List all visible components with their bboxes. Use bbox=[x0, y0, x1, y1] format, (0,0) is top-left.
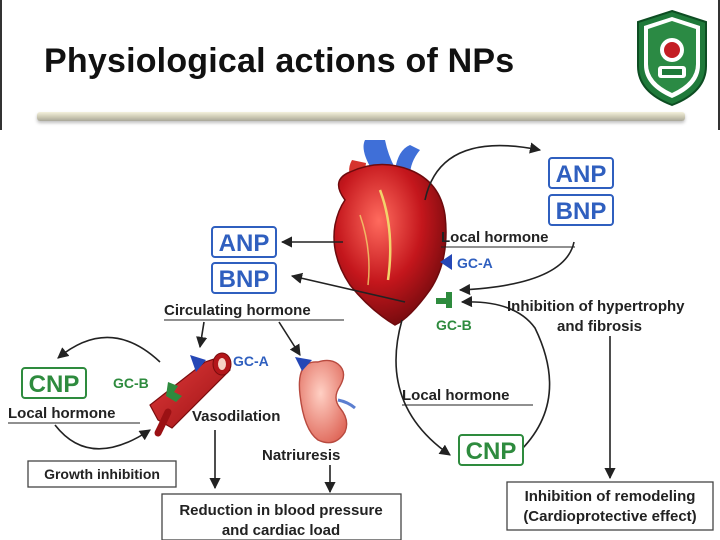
university-seal-logo bbox=[637, 9, 707, 107]
vasodilation-label: Vasodilation bbox=[192, 408, 280, 425]
anp-top-label: ANP bbox=[556, 161, 607, 188]
local-hormone-mid-label: Local hormone bbox=[402, 387, 510, 404]
gc-b-vessel-label: GC-B bbox=[113, 375, 149, 391]
growth-inhibition-box bbox=[27, 460, 177, 488]
frame-right-border bbox=[718, 0, 720, 130]
bnp-left-label: BNP bbox=[219, 266, 270, 293]
anp-left-box bbox=[211, 226, 277, 258]
cnp-mid-box bbox=[458, 434, 524, 466]
anp-left-label: ANP bbox=[219, 230, 270, 257]
reduction-bp-line2: and cardiac load bbox=[222, 522, 340, 539]
gc-b-receptor-vessel-icon bbox=[166, 382, 182, 402]
reduction-bp-line1: Reduction in blood pressure bbox=[179, 502, 382, 519]
heart-illustration bbox=[333, 140, 447, 326]
bnp-top-box bbox=[548, 194, 614, 226]
gc-a-vessel-label: GC-A bbox=[233, 353, 269, 369]
blood-vessel-illustration bbox=[149, 352, 232, 437]
natriuresis-label: Natriuresis bbox=[262, 447, 340, 464]
gc-b-heart-label: GC-B bbox=[436, 317, 472, 333]
remodeling-box bbox=[506, 481, 714, 531]
np-actions-diagram: ANP BNP Local hormone GC-A GC-B Inhibiti… bbox=[8, 140, 714, 540]
title-underline-bar bbox=[37, 112, 685, 121]
reduction-bp-box bbox=[161, 493, 402, 540]
arrows bbox=[54, 142, 616, 494]
remodeling-line2: (Cardioprotective effect) bbox=[523, 508, 696, 525]
cnp-left-label: CNP bbox=[29, 371, 80, 398]
remodeling-line1: Inhibition of remodeling bbox=[525, 488, 696, 505]
bnp-top-label: BNP bbox=[556, 198, 607, 225]
anp-top-box bbox=[548, 157, 614, 189]
circulating-hormone-label: Circulating hormone bbox=[164, 302, 311, 319]
local-hormone-left-label: Local hormone bbox=[8, 405, 116, 422]
kidney-illustration bbox=[298, 359, 356, 444]
growth-inhibition-label: Growth inhibition bbox=[44, 466, 160, 482]
cnp-left-box bbox=[21, 367, 87, 399]
cnp-mid-label: CNP bbox=[466, 438, 517, 465]
gc-b-receptor-heart-icon bbox=[436, 292, 452, 308]
inhibition-hypertrophy-line2: and fibrosis bbox=[557, 318, 642, 335]
slide-title: Physiological actions of NPs bbox=[44, 42, 515, 80]
bnp-left-box bbox=[211, 262, 277, 294]
gc-a-receptor-kidney-icon bbox=[295, 357, 312, 371]
slide-header: Physiological actions of NPs bbox=[0, 0, 720, 130]
gc-a-receptor-vessel-icon bbox=[190, 355, 206, 372]
inhibition-hypertrophy-line1: Inhibition of hypertrophy bbox=[507, 298, 685, 315]
gc-a-heart-label: GC-A bbox=[457, 255, 493, 271]
local-hormone-top-label: Local hormone bbox=[441, 229, 549, 246]
gc-a-receptor-heart-icon bbox=[440, 254, 452, 270]
frame-left-border bbox=[0, 0, 2, 130]
